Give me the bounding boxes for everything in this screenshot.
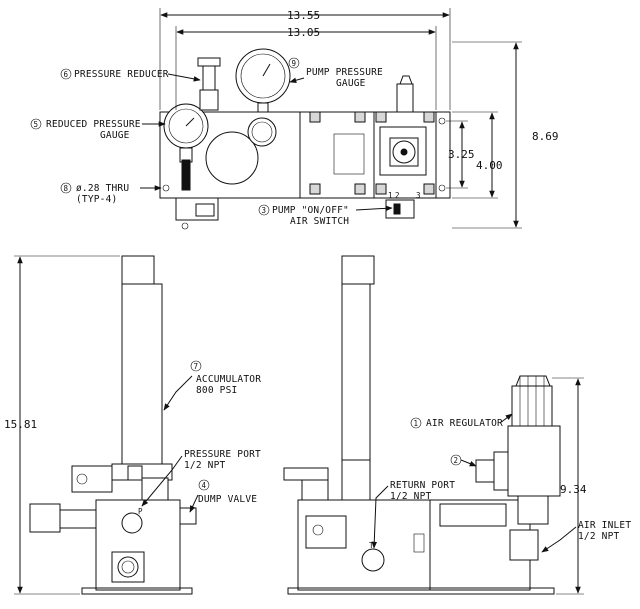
- svg-text:GAUGE: GAUGE: [336, 78, 366, 89]
- svg-text:AIR SWITCH: AIR SWITCH: [290, 216, 349, 227]
- dim-hole-spacing-b: 4.00: [476, 159, 503, 172]
- callout-mounting-hole: 8 ø.28 THRU (TYP-4): [60, 182, 162, 205]
- svg-text:1/2 NPT: 1/2 NPT: [578, 531, 620, 542]
- top-view: 1 2 3: [159, 48, 451, 230]
- dim-overall-width: 13.55: [287, 9, 320, 22]
- svg-text:1/2 NPT: 1/2 NPT: [390, 491, 432, 502]
- note-air-inlet: AIR INLET 1/2 NPT: [541, 520, 631, 553]
- svg-text:ø.28 THRU: ø.28 THRU: [76, 183, 129, 194]
- svg-text:7: 7: [194, 362, 199, 371]
- dim-inner-width: 13.05: [287, 26, 320, 39]
- regulator-height-dimension: 9.34: [552, 377, 587, 595]
- switch-mark-3: 3: [416, 191, 421, 200]
- svg-text:PUMP PRESSURE: PUMP PRESSURE: [306, 67, 383, 78]
- left-side-view: P: [29, 255, 197, 595]
- svg-text:AIR INLET: AIR INLET: [578, 520, 631, 531]
- svg-text:PUMP "ON/OFF": PUMP "ON/OFF": [272, 205, 349, 216]
- note-pressure-port: PRESSURE PORT 1/2 NPT: [141, 449, 261, 507]
- svg-text:1: 1: [414, 419, 419, 428]
- svg-text:1/2 NPT: 1/2 NPT: [184, 460, 226, 471]
- svg-text:GAUGE: GAUGE: [100, 130, 130, 141]
- callout-air-switch: 3 PUMP "ON/OFF" AIR SWITCH: [258, 204, 393, 227]
- svg-text:(TYP-4): (TYP-4): [76, 194, 117, 205]
- port-mark-return: T: [369, 541, 374, 550]
- svg-text:800 PSI: 800 PSI: [196, 385, 237, 396]
- svg-text:ACCUMULATOR: ACCUMULATOR: [196, 374, 261, 385]
- svg-text:6: 6: [64, 70, 69, 79]
- side-height-dimension: 15.81: [4, 255, 120, 595]
- callout-accumulator: 7 ACCUMULATOR 800 PSI: [163, 360, 261, 411]
- svg-text:DUMP VALVE: DUMP VALVE: [198, 494, 257, 505]
- callout-pressure-reducer: 6 PRESSURE REDUCER: [60, 68, 201, 82]
- top-dimensions: 13.55 13.05 8.69 3.25 4.00: [159, 8, 559, 229]
- svg-text:PRESSURE REDUCER: PRESSURE REDUCER: [74, 69, 169, 80]
- svg-text:PRESSURE PORT: PRESSURE PORT: [184, 449, 261, 460]
- svg-text:RETURN PORT: RETURN PORT: [390, 480, 455, 491]
- svg-text:9: 9: [292, 59, 297, 68]
- svg-text:5: 5: [34, 120, 39, 129]
- callout-reduced-pressure-gauge: 5 REDUCED PRESSURE GAUGE: [30, 118, 166, 141]
- dim-hole-spacing-a: 3.25: [448, 148, 475, 161]
- callout-air-regulator: 1 AIR REGULATOR: [410, 413, 513, 429]
- note-return-port: RETURN PORT 1/2 NPT: [371, 480, 455, 549]
- svg-text:3: 3: [262, 206, 267, 215]
- svg-text:2: 2: [454, 456, 459, 465]
- svg-text:8: 8: [64, 184, 69, 193]
- callout-pump-pressure-gauge: 9 PUMP PRESSURE GAUGE: [288, 57, 383, 89]
- port-mark-pressure: P: [138, 507, 143, 516]
- callout-dump-valve: 4 DUMP VALVE: [189, 479, 257, 513]
- switch-mark-1: 1: [388, 191, 393, 200]
- svg-text:4: 4: [202, 481, 207, 490]
- dim-regulator-height: 9.34: [560, 483, 587, 496]
- callout-2: 2: [450, 454, 477, 467]
- dim-overall-height: 8.69: [532, 130, 559, 143]
- switch-mark-2: 2: [395, 191, 400, 200]
- svg-text:REDUCED PRESSURE: REDUCED PRESSURE: [46, 119, 141, 130]
- right-side-view: T: [283, 255, 561, 595]
- svg-text:AIR REGULATOR: AIR REGULATOR: [426, 418, 503, 429]
- dim-side-height: 15.81: [4, 418, 37, 431]
